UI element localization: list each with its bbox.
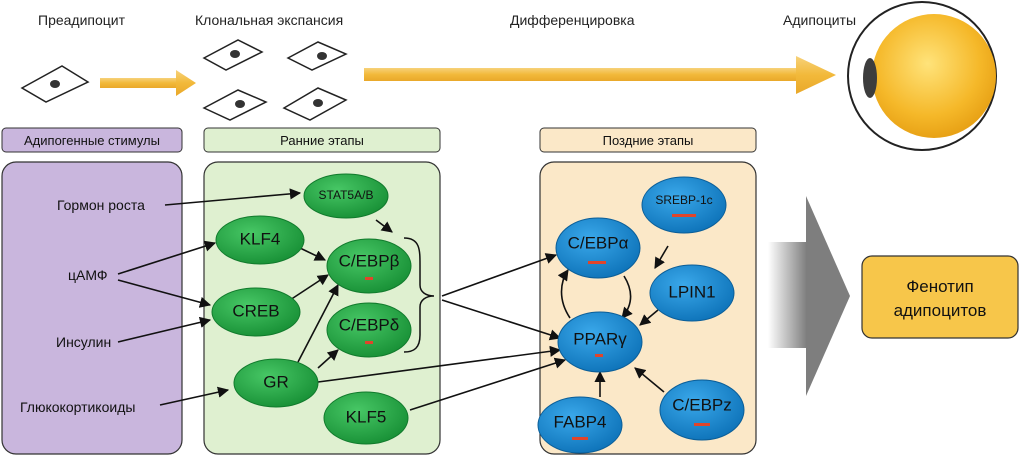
short-progress-arrow <box>100 70 196 96</box>
late-header: Поздние этапы <box>539 127 757 153</box>
node-gr: GR <box>233 358 319 408</box>
node-srebp-mark <box>672 214 696 217</box>
arrow-pparg-cebpa-loop <box>557 269 571 319</box>
arrow-srebp-cebpa <box>654 245 669 269</box>
node-cebpb-mark <box>365 277 373 280</box>
node-cebpz-label: C/EBPz <box>672 395 732 414</box>
stage-preadipocyte: Преадипоцит <box>38 12 126 28</box>
node-cebpz-mark <box>694 423 710 426</box>
node-fabp4-mark <box>572 437 588 440</box>
stimulus-growth-hormone: Гормон роста <box>57 197 145 213</box>
node-srebp-label: SREBP-1c <box>655 193 712 207</box>
clonal-cell-3 <box>202 89 268 121</box>
arrow-creb-cebpb <box>289 274 329 301</box>
arrow-early-pparg <box>441 299 562 341</box>
node-klf4-label: KLF4 <box>240 229 281 248</box>
arrow-klf5-pparg <box>409 357 567 411</box>
node-cebpd: C/EBPδ <box>326 302 412 358</box>
node-klf5: KLF5 <box>323 391 409 445</box>
stimulus-insulin: Инсулин <box>56 334 111 350</box>
arrow-cebpz-pparg <box>634 367 665 393</box>
arrow-cebpa-pparg-loop <box>621 275 633 319</box>
early-header-label: Ранние этапы <box>280 133 364 148</box>
node-cebpz: C/EBPz <box>659 379 745 441</box>
node-cebpa: C/EBPα <box>555 217 641 279</box>
phenotype-arrow <box>768 196 850 396</box>
arrow-insulin-creb <box>117 316 212 343</box>
node-pparg: PPARγ <box>557 311 643 373</box>
node-cebpa-label: C/EBPα <box>568 233 629 252</box>
early-bracket <box>403 237 435 353</box>
early-header: Ранние этапы <box>203 127 441 153</box>
arrow-lpin1-pparg <box>639 309 659 326</box>
arrow-gluco-gr <box>159 386 230 406</box>
node-lpin1: LPIN1 <box>649 264 735 322</box>
clonal-cell-1 <box>202 39 264 71</box>
node-gr-label: GR <box>263 372 289 391</box>
node-creb: CREB <box>211 287 301 337</box>
preadipocyte-cell <box>20 65 90 103</box>
node-pparg-mark <box>595 354 603 357</box>
node-pparg-label: PPARγ <box>573 329 627 348</box>
stage-differentiation: Дифференцировка <box>510 12 635 28</box>
phenotype-box: Фенотип адипоцитов <box>861 255 1019 339</box>
arrow-gr-cebpb <box>297 284 339 363</box>
node-klf4: KLF4 <box>215 215 305 265</box>
arrow-gr-cebpd <box>317 349 339 369</box>
node-fabp4: FABP4 <box>537 396 623 454</box>
adipocyte-cell <box>847 1 997 151</box>
stimuli-header: Адипогенные стимулы <box>1 127 183 153</box>
arrow-gh-stat5 <box>164 188 302 206</box>
signaling-arrows <box>117 188 669 411</box>
clonal-cell-4 <box>282 87 348 121</box>
node-srebp: SREBP-1c <box>641 176 727 234</box>
node-cebpd-mark <box>365 341 373 344</box>
arrow-klf4-cebpb <box>299 247 327 261</box>
stage-clonal-expansion: Клональная экспансия <box>195 12 343 28</box>
phenotype-line-1: Фенотип <box>906 277 973 296</box>
arrow-stat5-cebpb <box>375 219 393 233</box>
arrow-gr-pparg <box>317 345 562 383</box>
node-fabp4-label: FABP4 <box>554 412 607 431</box>
node-cebpd-label: C/EBPδ <box>339 315 399 334</box>
stimuli-panel <box>1 161 183 455</box>
node-cebpb: C/EBPβ <box>326 238 412 294</box>
clonal-cell-2 <box>286 41 348 71</box>
arrow-camp-creb <box>117 279 212 308</box>
node-lpin1-label: LPIN1 <box>668 282 715 301</box>
stimuli-header-label: Адипогенные стимулы <box>24 133 160 148</box>
late-header-label: Поздние этапы <box>603 133 694 148</box>
arrow-early-cebpa <box>441 253 558 297</box>
arrow-camp-klf4 <box>117 240 217 275</box>
long-progress-arrow <box>364 56 836 94</box>
node-creb-label: CREB <box>232 301 279 320</box>
node-stat5: STAT5A/B <box>303 173 389 219</box>
node-stat5-label: STAT5A/B <box>319 188 374 202</box>
stimulus-glucocorticoids: Глюкокортикоиды <box>20 399 135 415</box>
stimulus-camp: цАМФ <box>68 267 108 283</box>
phenotype-line-2: адипоцитов <box>894 301 987 320</box>
node-cebpa-mark <box>588 261 606 264</box>
node-klf5-label: KLF5 <box>346 407 387 426</box>
node-cebpb-label: C/EBPβ <box>339 251 400 270</box>
stage-adipocytes: Адипоциты <box>783 12 856 28</box>
